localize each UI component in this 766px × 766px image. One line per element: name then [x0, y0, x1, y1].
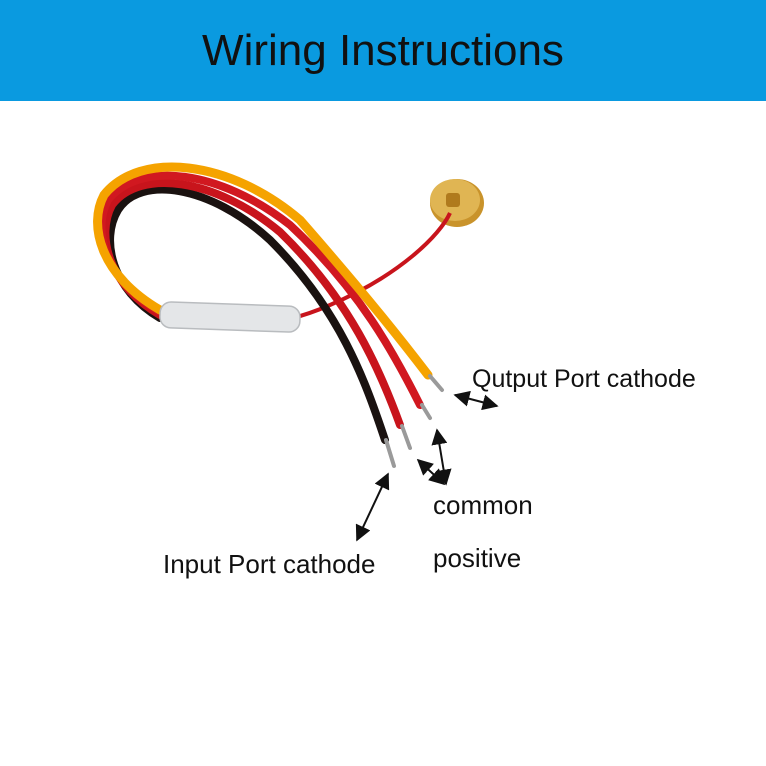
title-banner: Wiring Instructions	[0, 0, 766, 101]
red-wire-output	[97, 171, 424, 409]
common-arrow	[416, 458, 446, 486]
output-arrow	[453, 390, 499, 411]
common-label: common	[433, 490, 533, 520]
piezo-disc	[430, 179, 484, 227]
page-title: Wiring Instructions	[202, 25, 564, 75]
heat-shrink-sleeve	[159, 301, 301, 333]
yellow-wire	[93, 162, 433, 380]
output-port-cathode-label: Qutput Port cathode	[472, 365, 696, 393]
wire-tips	[384, 374, 444, 468]
positive-label: positive	[433, 543, 522, 573]
input-arrow	[355, 472, 390, 542]
positive-arrow	[431, 428, 452, 486]
callout-arrows	[355, 390, 499, 542]
input-port-cathode-label: Input Port cathode	[163, 549, 376, 579]
